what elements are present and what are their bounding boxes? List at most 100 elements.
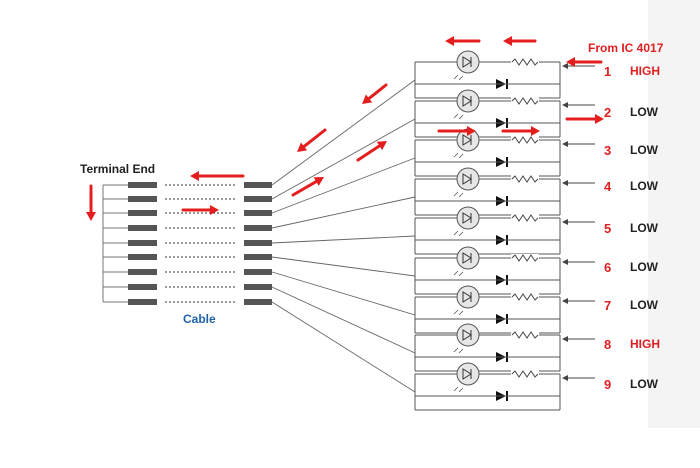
cable-pin-8 [244, 284, 272, 290]
fan-wire-1 [271, 79, 416, 186]
fan-wire-7 [271, 271, 416, 316]
terminal-pin-1 [128, 182, 157, 188]
led-5 [456, 206, 480, 230]
input-head-1 [562, 63, 568, 69]
led-ray-b-4 [458, 192, 464, 198]
channel-state-6: LOW [630, 260, 658, 274]
led-ray-b-7 [458, 310, 464, 316]
led-row-8 [271, 286, 595, 372]
input-head-3 [562, 141, 568, 147]
terminal-pin-7 [128, 269, 157, 275]
cable-pin-2 [244, 196, 272, 202]
fan-wire-4 [271, 196, 416, 229]
led-symbol-5 [462, 212, 472, 224]
flow-arrow-row2-a [437, 126, 476, 136]
terminal-pin-2 [128, 196, 157, 202]
flow-arrow-top-left-head [445, 36, 454, 46]
led-row-7 [271, 271, 595, 334]
input-head-9 [562, 375, 568, 381]
channel-state-5: LOW [630, 221, 658, 235]
flow-arrow-fan-1 [362, 83, 388, 104]
terminal-pin-8 [128, 284, 157, 290]
source-label: From IC 4017 [588, 41, 664, 55]
terminal-pin-9 [128, 299, 157, 305]
cable-pin-4 [244, 225, 272, 231]
input-head-5 [562, 219, 568, 225]
channel-state-1: HIGH [630, 64, 660, 78]
led-symbol-3 [462, 134, 472, 146]
input-head-8 [562, 336, 568, 342]
cable-pin-6 [244, 254, 272, 260]
fan-wire-6 [271, 256, 416, 277]
led-symbol-6 [462, 252, 472, 264]
cable-label: Cable [183, 312, 216, 326]
input-head-4 [562, 180, 568, 186]
flow-arrow-cable-left-head [190, 171, 199, 181]
channel-state-9: LOW [630, 377, 658, 391]
cable-pin-5 [244, 240, 272, 246]
flow-arrow-fan-4 [291, 177, 324, 197]
led-symbol-7 [462, 291, 472, 303]
flow-arrow-terminal-down-head [86, 212, 96, 221]
cable-pin-9 [244, 299, 272, 305]
flow-arrow-cable-right-head [210, 205, 219, 215]
terminal-end-label: Terminal End [80, 162, 156, 176]
channel-state-4: LOW [630, 179, 658, 193]
resistor-6 [511, 254, 539, 262]
led-ray-a-6 [453, 270, 459, 276]
cable-pin-1 [244, 182, 272, 188]
led-ray-a-1 [453, 74, 459, 80]
led-7 [456, 285, 480, 309]
resistor-1 [511, 58, 539, 66]
resistor-8 [511, 331, 539, 339]
resistor-3 [511, 136, 539, 144]
flow-arrow-fan-2 [297, 128, 327, 152]
led-ray-b-9 [458, 387, 464, 393]
flow-arrow-fan-4-shaft [291, 180, 318, 197]
led-ray-b-3 [458, 153, 464, 159]
input-head-6 [562, 259, 568, 265]
resistor-5 [511, 214, 539, 222]
input-head-2 [562, 102, 568, 108]
terminal-pin-5 [128, 240, 157, 246]
flow-arrow-terminal-down [86, 184, 96, 221]
resistor-4 [511, 175, 539, 183]
terminal-pin-4 [128, 225, 157, 231]
led-1 [456, 50, 480, 74]
led-4 [456, 167, 480, 191]
flow-arrow-fan-3-head [376, 141, 387, 151]
led-ray-b-2 [458, 114, 464, 120]
fan-wire-8 [271, 286, 416, 354]
led-row-3 [271, 128, 595, 214]
flow-arrow-row2-b-head [531, 126, 540, 136]
led-ray-b-6 [458, 271, 464, 277]
terminal-pin-3 [128, 210, 157, 216]
led-row-1 [271, 50, 595, 186]
flow-arrow-input-1-head [566, 57, 575, 67]
flow-arrow-fan-3 [356, 141, 387, 162]
led-ray-a-9 [453, 386, 459, 392]
channel-number-8: 8 [604, 337, 612, 352]
led-row-9 [271, 301, 595, 411]
flow-arrow-fan-4-head [313, 177, 324, 186]
flow-arrow-top-right-head [503, 36, 512, 46]
flow-arrow-row2-out-head [595, 114, 604, 124]
led-symbol-1 [462, 56, 472, 68]
led-9 [456, 362, 480, 386]
fan-wire-3 [271, 157, 416, 214]
flow-arrow-fan-3-shaft [356, 144, 381, 162]
channel-state-2: LOW [630, 105, 658, 119]
flow-arrow-fan-2-shaft [302, 128, 327, 148]
channel-number-3: 3 [604, 143, 612, 158]
led-8 [456, 323, 480, 347]
led-symbol-9 [462, 368, 472, 380]
flow-arrow-top-left [445, 36, 481, 46]
led-row-2 [271, 89, 595, 200]
led-ray-a-7 [453, 309, 459, 315]
led-row-4 [271, 167, 595, 229]
channel-number-4: 4 [604, 179, 612, 194]
led-symbol-8 [462, 329, 472, 341]
flow-arrow-row2-a-head [467, 126, 476, 136]
